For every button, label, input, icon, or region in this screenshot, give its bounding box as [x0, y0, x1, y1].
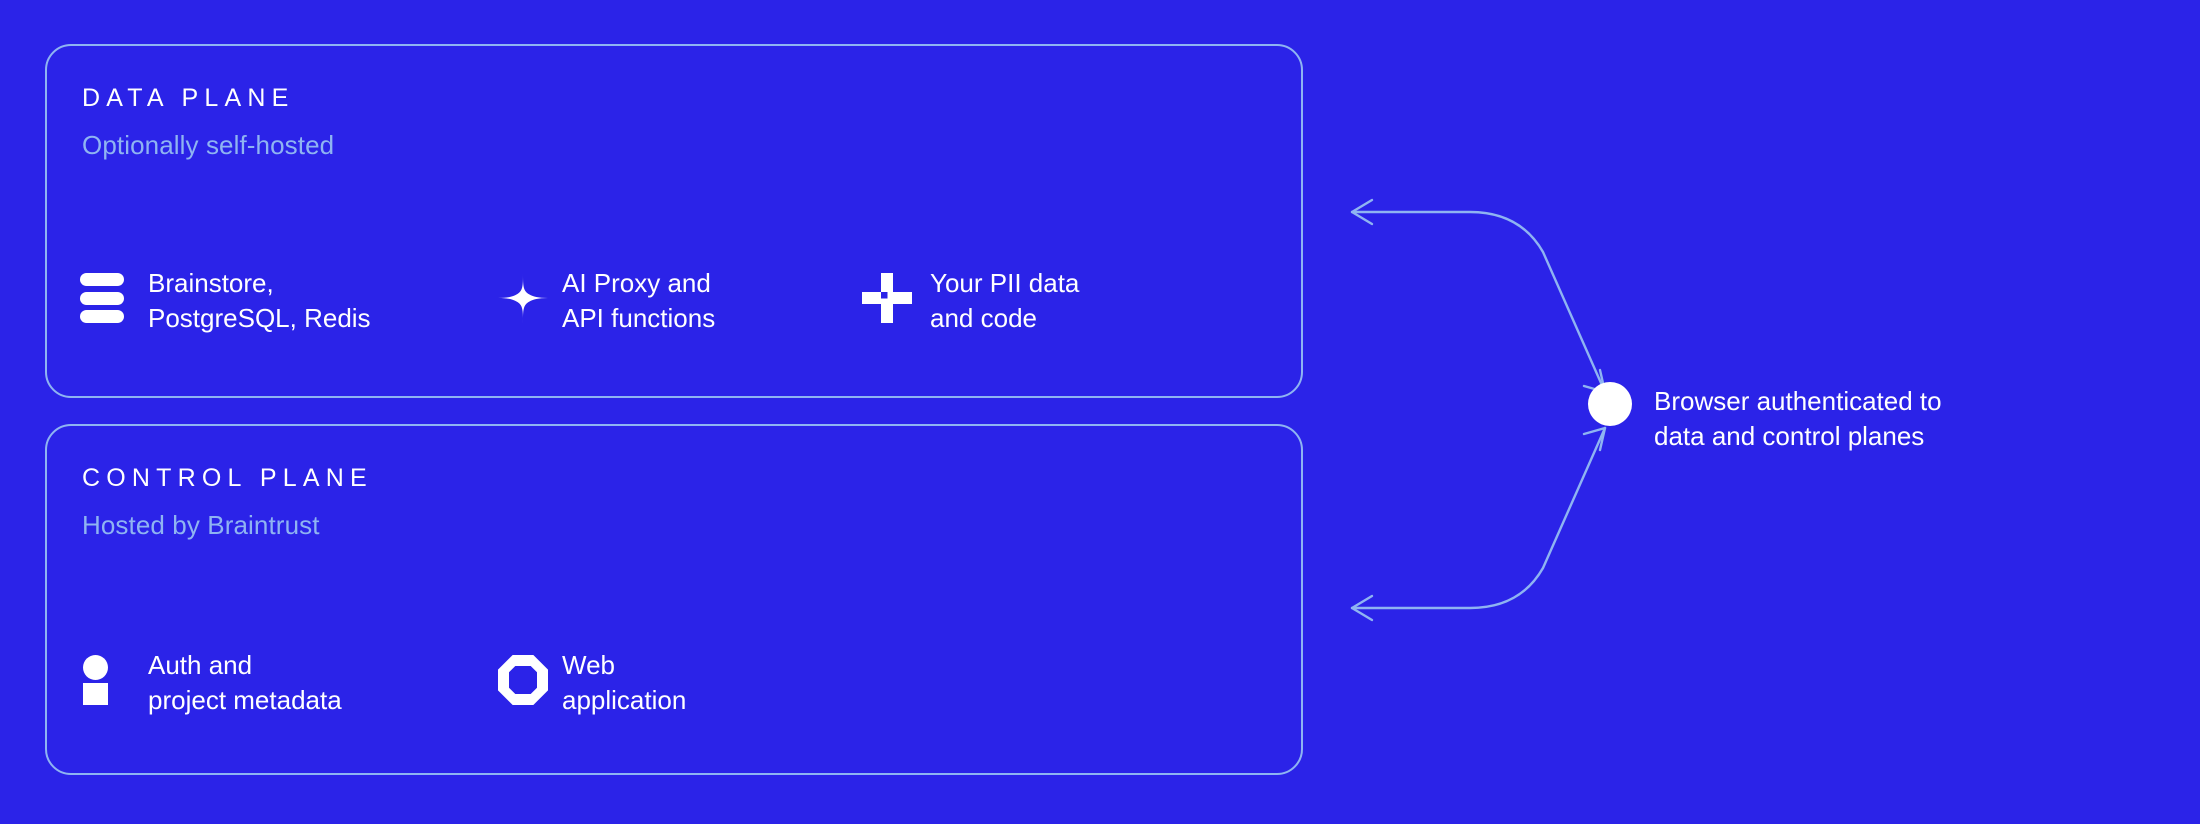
- control-plane-card: CONTROL PLANE Hosted by Braintrust: [45, 424, 1303, 775]
- cross-notch-icon: [862, 266, 916, 330]
- feature-label: Your PII data and code: [930, 268, 1080, 333]
- feature-ai-proxy-and-api-functions: AI Proxy and API functions: [498, 266, 715, 336]
- data-plane-subheading: Optionally self-hosted: [82, 130, 335, 160]
- browser-node-label: Browser authenticated to data and contro…: [1654, 386, 1942, 451]
- feature-auth-and-project-metadata: Auth and project metadata: [80, 648, 342, 718]
- control-plane-connector: [1350, 426, 1607, 622]
- feature-brainstore-postgresql-redis: Brainstore, PostgreSQL, Redis: [80, 266, 371, 336]
- data-plane-heading: DATA PLANE: [82, 84, 295, 112]
- feature-web-application: Web application: [498, 648, 686, 718]
- feature-label: AI Proxy and API functions: [562, 268, 716, 333]
- feature-label: Web application: [562, 650, 687, 715]
- control-plane-subheading: Hosted by Braintrust: [82, 510, 320, 540]
- data-plane-connector: [1350, 198, 1607, 394]
- feature-label: Brainstore, PostgreSQL, Redis: [148, 268, 371, 333]
- octagon-icon: [498, 648, 552, 712]
- feature-your-pii-data-and-code: Your PII data and code: [862, 266, 1079, 336]
- control-plane-heading: CONTROL PLANE: [82, 464, 373, 492]
- feature-label: Auth and project metadata: [148, 650, 342, 715]
- person-icon: [80, 648, 134, 712]
- stack-bars-icon: [80, 266, 134, 330]
- browser-node: Browser authenticated to data and contro…: [1588, 382, 1942, 454]
- sparkle-icon: [498, 266, 552, 330]
- circle-solid-icon: [1588, 382, 1632, 426]
- data-plane-card: DATA PLANE Optionally self-hosted: [45, 44, 1303, 398]
